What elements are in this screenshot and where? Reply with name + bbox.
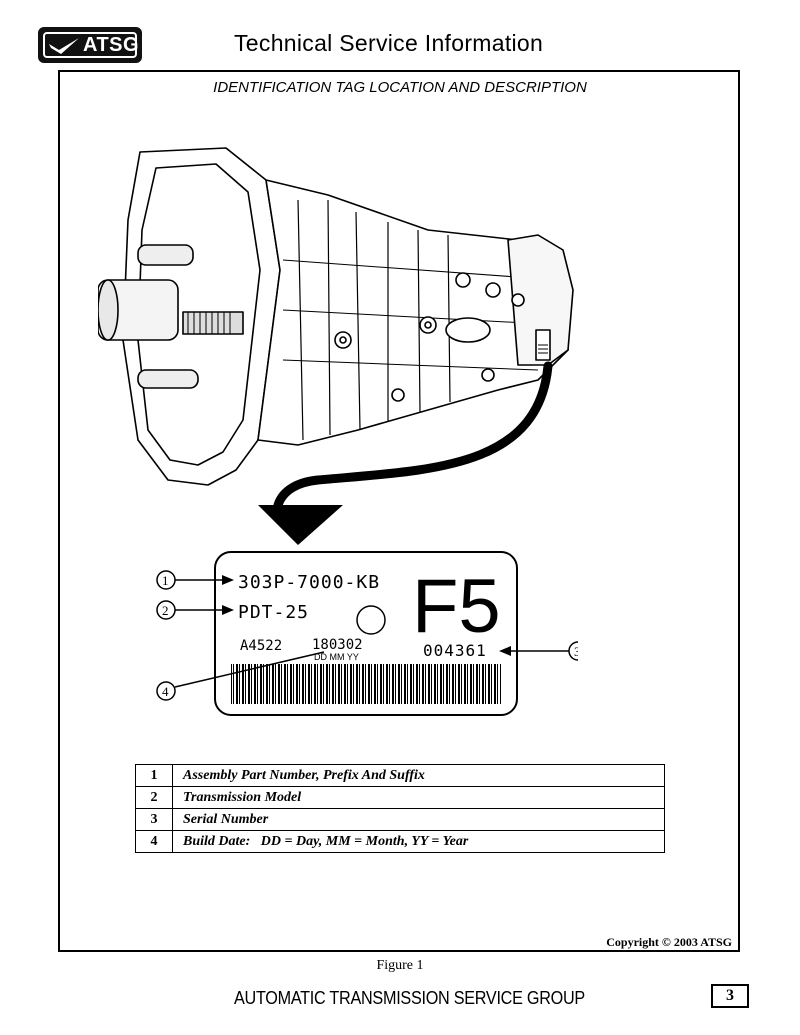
logo-text: ATSG	[83, 34, 140, 56]
legend-desc: Serial Number	[172, 808, 665, 831]
content-frame	[58, 70, 740, 952]
atsg-logo: ATSG	[38, 27, 142, 63]
table-row: 2 Transmission Model	[135, 786, 665, 809]
callout-4: 4	[162, 684, 169, 699]
callout-2: 2	[162, 603, 169, 618]
transmission-illustration: 303P-7000-KB PDT-25 F5 A4522 180302 DD M…	[98, 147, 578, 716]
table-row: 1 Assembly Part Number, Prefix And Suffi…	[135, 764, 665, 787]
tag-model: PDT-25	[238, 602, 309, 623]
tag-big-code: F5	[412, 564, 501, 649]
legend-num: 3	[135, 808, 173, 831]
callout-3: 3	[574, 644, 578, 659]
legend-desc: Assembly Part Number, Prefix And Suffix	[172, 764, 665, 787]
table-row: 3 Serial Number	[135, 808, 665, 831]
tag-hole-icon	[356, 605, 386, 635]
tag-date-format: DD MM YY	[314, 652, 359, 662]
legend-desc: Build Date: DD = Day, MM = Month, YY = Y…	[172, 830, 665, 853]
legend-num: 2	[135, 786, 173, 809]
tag-part-number: 303P-7000-KB	[238, 572, 380, 593]
page-header-title: Technical Service Information	[234, 30, 544, 56]
copyright: Copyright © 2003 ATSG	[606, 935, 732, 949]
legend-num: 4	[135, 830, 173, 853]
figure-caption: Figure 1	[376, 958, 424, 973]
legend-num: 1	[135, 764, 173, 787]
section-title: IDENTIFICATION TAG LOCATION AND DESCRIPT…	[213, 79, 587, 96]
check-icon	[49, 38, 79, 54]
legend-desc: Transmission Model	[172, 786, 665, 809]
page-footer: AUTOMATIC TRANSMISSION SERVICE GROUP	[234, 988, 585, 1008]
tag-build-date: 180302	[312, 637, 363, 653]
legend-table: 1 Assembly Part Number, Prefix And Suffi…	[135, 764, 665, 853]
tag-code-left: A4522	[240, 638, 282, 654]
barcode	[231, 664, 501, 704]
page-number: 3	[711, 984, 749, 1008]
table-row: 4 Build Date: DD = Day, MM = Month, YY =…	[135, 830, 665, 853]
callout-1: 1	[162, 573, 169, 588]
tag-serial: 004361	[423, 641, 487, 660]
